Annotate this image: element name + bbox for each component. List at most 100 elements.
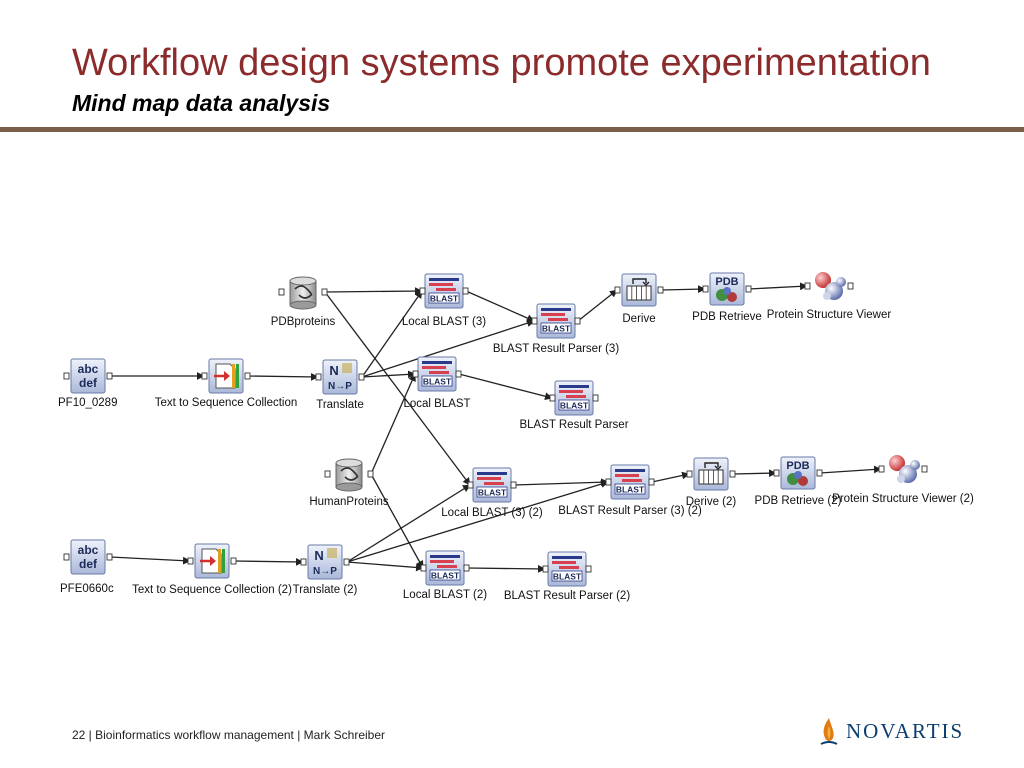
svg-text:def: def [79, 376, 98, 390]
blast-icon: BLAST [412, 356, 462, 392]
blast-icon: BLAST [542, 551, 592, 587]
connector-humanproteins-to-lb2 [370, 473, 424, 569]
svg-text:BLAST: BLAST [478, 488, 507, 498]
connector-pdbr-to-psv [748, 282, 808, 291]
workflow-node-lb32[interactable]: BLAST Local BLAST (3) (2) [441, 467, 543, 519]
connector-derive-to-pdbr [660, 285, 706, 294]
svg-text:def: def [79, 557, 98, 571]
svg-text:N→P: N→P [328, 381, 352, 392]
connector-tsc1-to-translate1 [247, 373, 319, 381]
blast-icon: BLAST [605, 464, 655, 500]
node-label-lb3: Local BLAST (3) [402, 316, 486, 328]
node-label-pdbr: PDB Retrieve [692, 311, 762, 323]
title-divider [0, 127, 1024, 132]
node-label-tsc1: Text to Sequence Collection [155, 397, 298, 409]
slide-subtitle: Mind map data analysis [72, 90, 331, 116]
connector-pdbproteins-to-lb32 [324, 291, 471, 486]
connector-pdbproteins-to-lb3 [324, 287, 423, 295]
node-label-lb2: Local BLAST (2) [403, 589, 487, 601]
svg-text:BLAST: BLAST [560, 401, 589, 411]
workflow-node-psv2[interactable]: Protein Structure Viewer (2) [832, 455, 974, 505]
slide-title: Workflow design systems promote experime… [72, 42, 931, 84]
connector-derive2-to-pdbr2 [732, 469, 777, 478]
node-label-pfe: PFE0660c [60, 583, 114, 595]
connector-brp3-to-derive [577, 289, 618, 322]
slide-footer: 22 | Bioinformatics workflow management … [72, 728, 386, 742]
workflow-node-translate1[interactable]: N N→P Translate [315, 359, 365, 411]
connector-pdbr2-to-psv2 [819, 465, 882, 474]
svg-text:BLAST: BLAST [542, 324, 571, 334]
svg-text:BLAST: BLAST [431, 571, 460, 581]
svg-text:PDB: PDB [786, 460, 809, 472]
workflow-node-brp3[interactable]: BLAST BLAST Result Parser (3) [493, 303, 620, 355]
svg-text:BLAST: BLAST [430, 294, 459, 304]
connector-translate2-to-lb2 [346, 561, 424, 572]
pdb-icon: PDB [773, 456, 823, 490]
connector-translate2-to-lb32 [346, 484, 471, 563]
connector-lb32-to-brp32 [513, 478, 609, 487]
pdb-icon: PDB [702, 272, 752, 306]
workflow-node-derive2[interactable]: Derive (2) [686, 457, 737, 508]
node-label-lb32: Local BLAST (3) (2) [441, 507, 543, 519]
svg-text:N→P: N→P [313, 566, 337, 577]
connector-tsc2-to-translate2 [233, 557, 304, 566]
workflow-node-lb[interactable]: BLAST Local BLAST [403, 356, 471, 410]
node-label-brp: BLAST Result Parser [519, 419, 628, 431]
connector-translate1-to-brp3 [361, 319, 535, 378]
workflow-node-brp2[interactable]: BLAST BLAST Result Parser (2) [504, 551, 631, 602]
node-label-translate2: Translate (2) [293, 584, 358, 596]
blast-icon: BLAST [467, 467, 517, 503]
blast-icon: BLAST [420, 550, 470, 586]
translate-icon: N N→P [315, 359, 365, 395]
blast-icon: BLAST [419, 273, 469, 309]
node-label-psv2: Protein Structure Viewer (2) [832, 493, 974, 505]
workflow-node-lb2[interactable]: BLAST Local BLAST (2) [403, 550, 487, 601]
translate-icon: N N→P [300, 544, 350, 580]
svg-text:PDB: PDB [715, 276, 738, 288]
connector-lb2-to-brp2 [466, 565, 546, 573]
connector-lb3-to-brp3 [465, 290, 535, 322]
workflow-node-lb3[interactable]: BLAST Local BLAST (3) [402, 273, 486, 328]
node-label-derive: Derive [622, 313, 655, 325]
workflow-node-derive[interactable]: Derive [614, 273, 664, 325]
derive-table-icon [614, 273, 664, 307]
workflow-node-translate2[interactable]: N N→P Translate (2) [293, 544, 358, 596]
flame-logo-icon [820, 718, 838, 745]
database-icon [324, 458, 374, 492]
svg-text:BLAST: BLAST [553, 572, 582, 582]
text-to-sequence-icon [201, 358, 251, 394]
blast-icon: BLAST [531, 303, 581, 339]
node-label-brp3: BLAST Result Parser (3) [493, 343, 620, 355]
svg-text:N: N [329, 363, 338, 378]
svg-text:abc: abc [78, 362, 99, 376]
node-label-humanproteins: HumanProteins [309, 496, 389, 508]
workflow-node-humanproteins[interactable]: HumanProteins [309, 458, 389, 508]
derive-table-icon [686, 457, 736, 491]
protein-structure-icon [804, 272, 854, 300]
workflow-node-pdbproteins[interactable]: PDBproteins [271, 276, 336, 328]
node-label-tsc2: Text to Sequence Collection (2) [132, 584, 292, 596]
svg-text:N: N [314, 548, 323, 563]
connector-translate1-to-lb3 [361, 290, 423, 378]
workflow-node-tsc1[interactable]: Text to Sequence Collection [155, 358, 298, 409]
node-label-lb: Local BLAST [403, 398, 470, 410]
workflow-node-tsc2[interactable]: Text to Sequence Collection (2) [132, 543, 292, 596]
database-icon [278, 276, 328, 310]
node-label-brp2: BLAST Result Parser (2) [504, 590, 631, 602]
workflow-node-psv[interactable]: Protein Structure Viewer [767, 272, 892, 321]
blast-icon: BLAST [549, 380, 599, 416]
node-label-translate1: Translate [316, 399, 364, 411]
svg-text:BLAST: BLAST [616, 485, 645, 495]
node-label-pdbproteins: PDBproteins [271, 316, 336, 328]
connector-humanproteins-to-lb [370, 373, 416, 475]
workflow-node-brp[interactable]: BLAST BLAST Result Parser [519, 380, 629, 431]
text-to-sequence-icon [187, 543, 237, 579]
workflow-node-pdbr[interactable]: PDB PDB Retrieve [692, 272, 762, 323]
